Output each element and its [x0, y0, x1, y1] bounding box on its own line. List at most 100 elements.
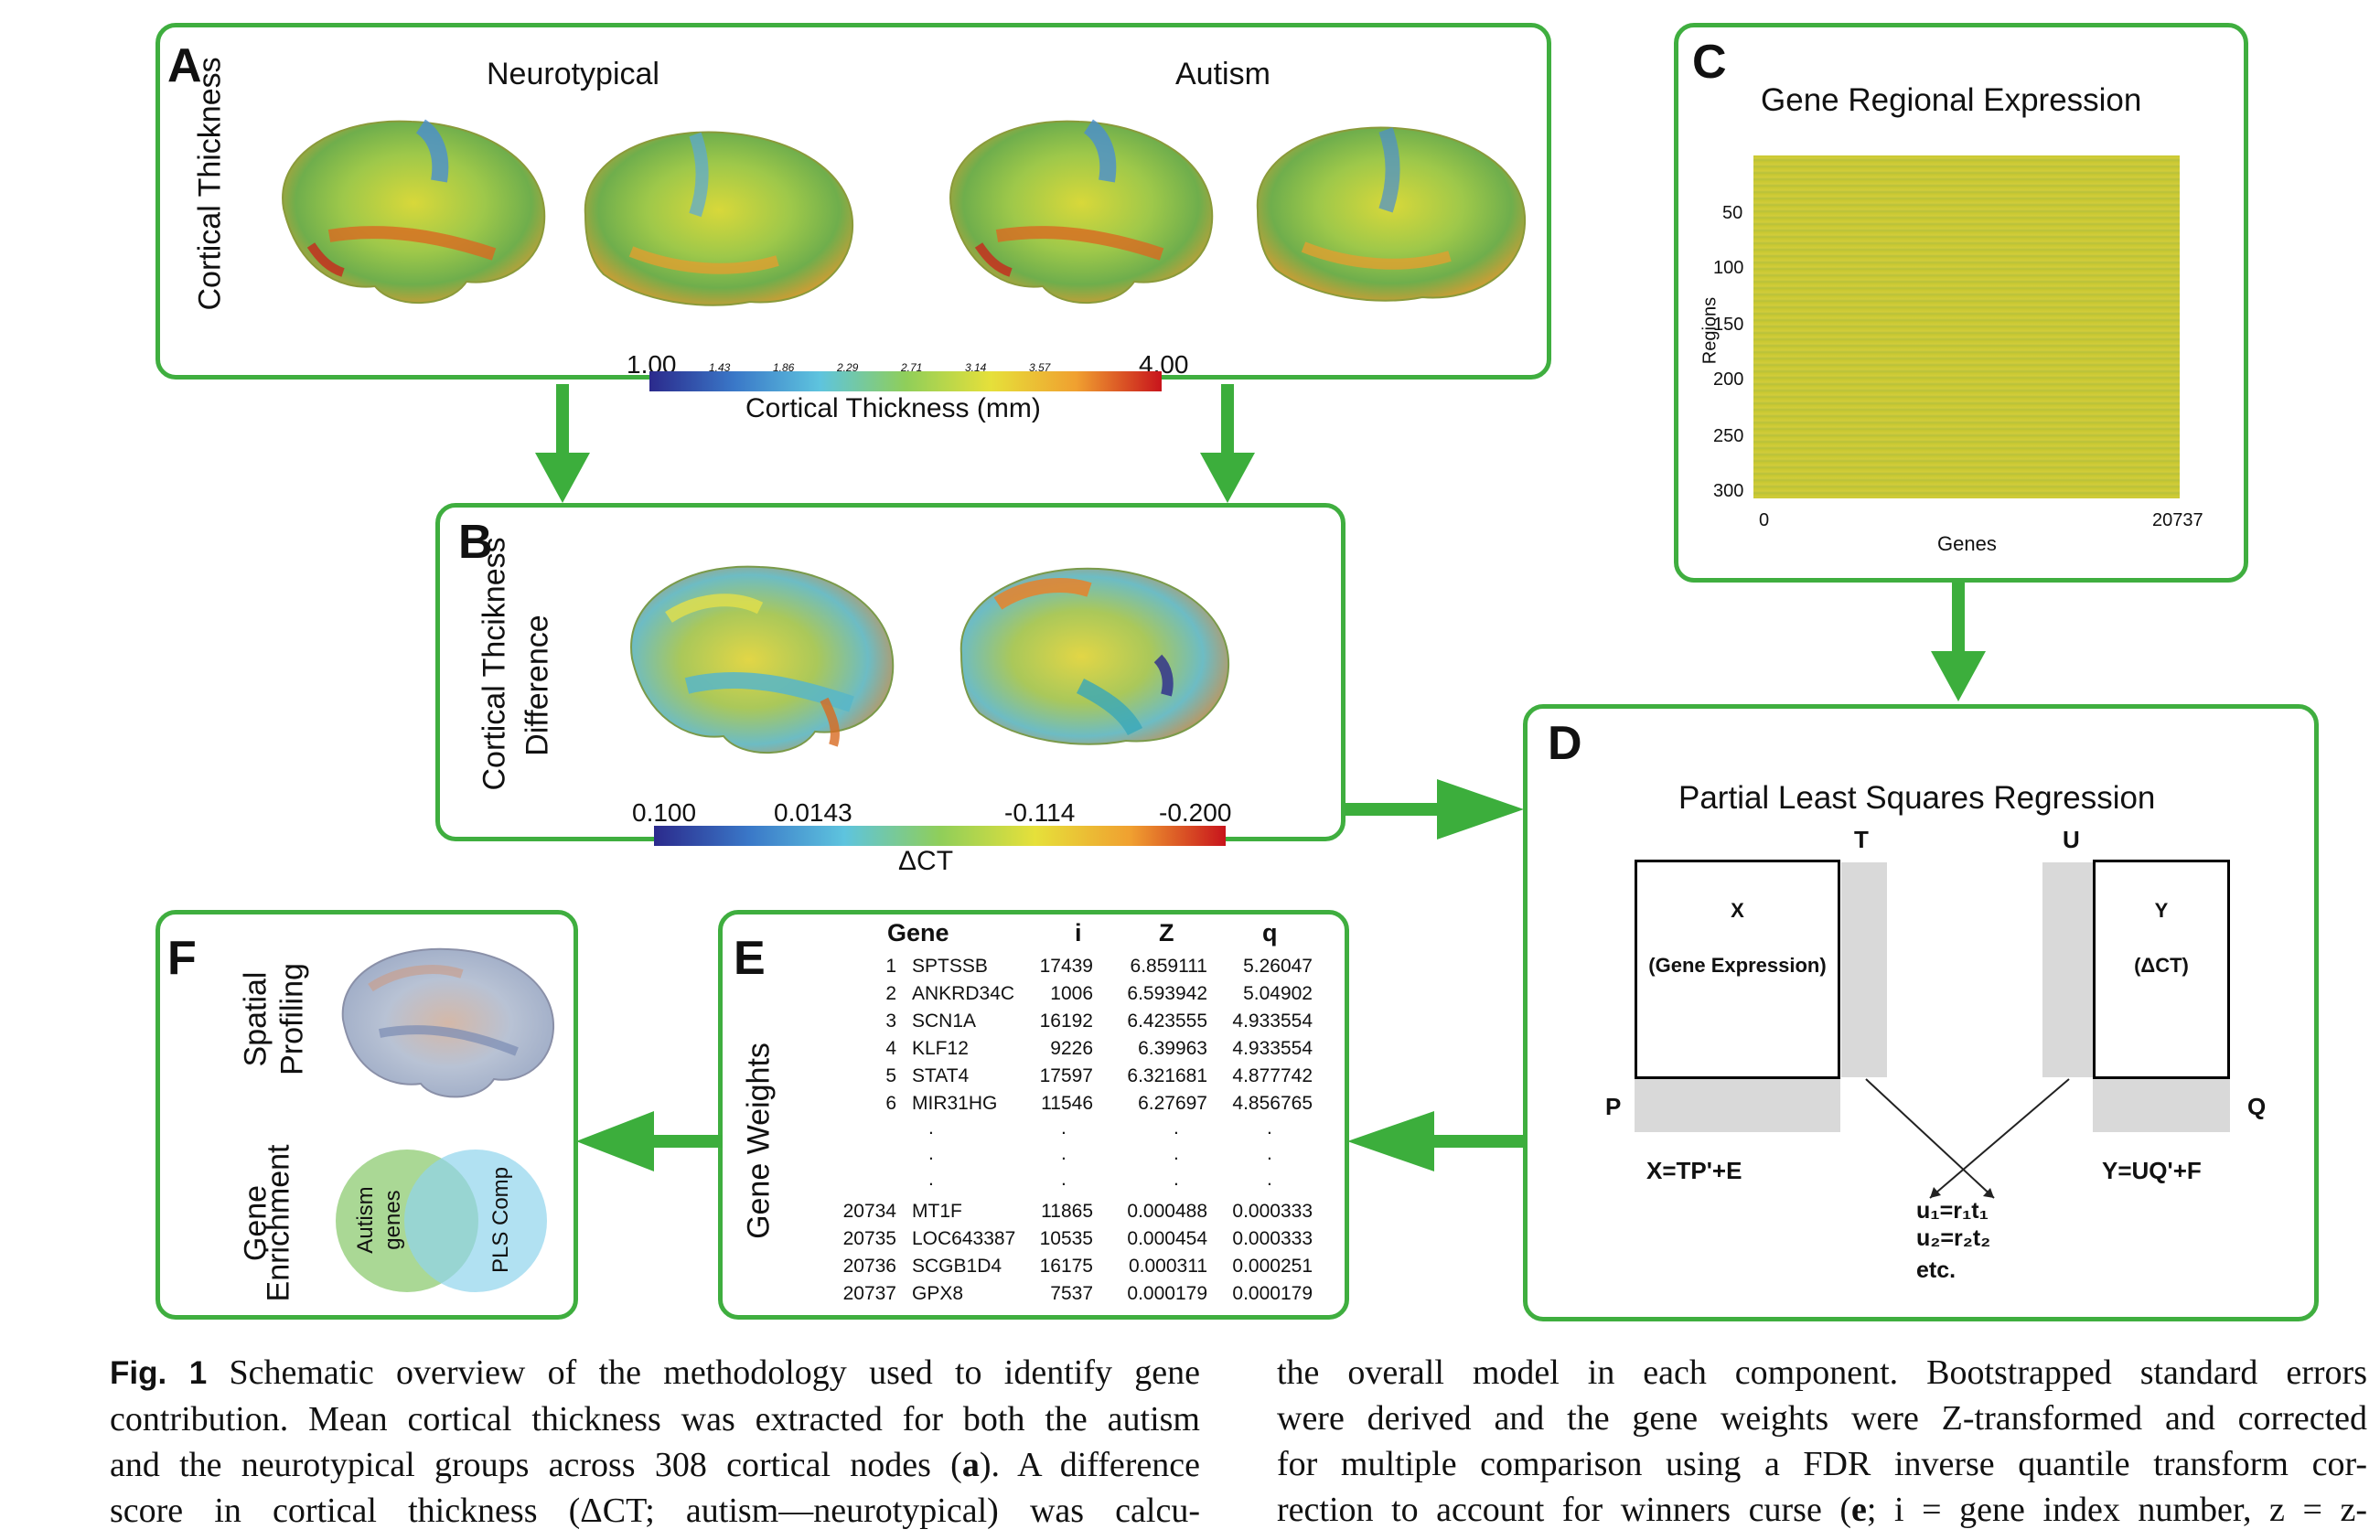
row-i: 7537 — [1050, 1283, 1093, 1304]
table-ellipsis-row: . . . . — [809, 1143, 1322, 1171]
ellipsis: . — [1267, 1118, 1272, 1139]
row-gene: GPX8 — [912, 1283, 964, 1304]
row-i: 1006 — [1050, 983, 1093, 1004]
row-i: 11546 — [1041, 1093, 1093, 1114]
panel-d: D Partial Least Squares Regression T U X… — [1523, 704, 2319, 1321]
heatmap-ytick: 250 — [1713, 426, 1744, 446]
caption-bold: a — [961, 1446, 980, 1484]
row-z: 6.859111 — [1130, 956, 1207, 977]
row-gene: ANKRD34C — [912, 983, 1015, 1004]
table-ellipsis-row: . . . . — [809, 1169, 1322, 1196]
row-z: 6.27697 — [1138, 1093, 1207, 1114]
row-z: 0.000454 — [1127, 1228, 1207, 1249]
row-index: 20735 — [842, 1228, 896, 1249]
caption-text: ; i = gene index number, z = z- — [1866, 1491, 2367, 1529]
brain-autism-medial — [1256, 126, 1527, 302]
matrix-y-title: Y — [2154, 899, 2169, 922]
equation-u1: u₁=r₁t₁ — [1916, 1198, 1989, 1224]
spatial-label-2: Profiling — [274, 963, 310, 1075]
matrix-y: Y (ΔCT) — [2093, 860, 2230, 1079]
row-z: 6.321681 — [1127, 1065, 1207, 1086]
row-index: 1 — [885, 956, 896, 977]
equation-y: Y=UQ'+F — [2102, 1157, 2202, 1184]
arrow-a-to-b-left — [535, 384, 590, 503]
heatmap-ytick: 50 — [1722, 203, 1743, 223]
colorbar-a-ticks: 1.43 1.86 2.29 2.71 3.14 3.57 — [709, 361, 1093, 380]
table-ellipsis-row: . . . . — [809, 1118, 1322, 1145]
row-z: 0.000488 — [1127, 1201, 1207, 1222]
arrow-c-to-d — [1931, 583, 1986, 701]
row-gene: STAT4 — [912, 1065, 970, 1086]
arrow-e-to-f — [576, 1111, 723, 1171]
row-z: 6.423555 — [1127, 1011, 1207, 1032]
table-header: Gene i Z q — [809, 919, 1322, 946]
row-z: 0.000311 — [1128, 1256, 1207, 1277]
equation-u2: u₂=r₂t₂ — [1916, 1225, 1991, 1251]
row-q: 0.000333 — [1232, 1201, 1313, 1222]
brain-neurotypical-lateral — [282, 119, 546, 305]
colorbar-a-tick: 2.29 — [837, 361, 859, 374]
arrow-d-to-e — [1347, 1111, 1526, 1171]
row-index: 20734 — [842, 1201, 896, 1222]
panel-b-ylabel-2: Difference — [520, 615, 555, 756]
spatial-label-1: Spatial — [238, 971, 273, 1067]
matrix-p-label: P — [1605, 1093, 1622, 1120]
caption-right-line: rection to account for winners curse (e;… — [1277, 1487, 2367, 1533]
panel-b-ylabel-1: Cortical Thcikness — [477, 537, 512, 791]
panel-a-ylabel: Cortical Thickness — [192, 57, 228, 311]
panel-e-label: E — [734, 932, 766, 985]
colorbar-a-tick: 3.14 — [965, 361, 987, 374]
caption-left-line: contribution. Mean cortical thickness wa… — [110, 1400, 1200, 1438]
colorbar-a-tick: 3.57 — [1029, 361, 1051, 374]
row-q: 0.000333 — [1232, 1228, 1313, 1249]
row-i: 11865 — [1041, 1201, 1093, 1222]
caption-right-line: were derived and the gene weights were Z… — [1277, 1399, 2367, 1438]
venn-autism-label-1: Autism — [353, 1186, 378, 1254]
colorbar-a-bar — [649, 371, 1162, 391]
heatmap-ytick: 300 — [1713, 481, 1744, 501]
ellipsis: . — [1061, 1118, 1067, 1139]
row-q: 4.933554 — [1232, 1011, 1313, 1032]
matrix-t — [1841, 862, 1887, 1077]
group-neurotypical-label: Neurotypical — [487, 57, 659, 91]
row-i: 16175 — [1039, 1256, 1093, 1277]
ellipsis: . — [1267, 1169, 1272, 1190]
row-index: 6 — [885, 1093, 896, 1114]
table-header-gene: Gene — [887, 919, 949, 946]
matrix-x: X (Gene Expression) — [1635, 860, 1840, 1079]
row-q: 0.000251 — [1232, 1256, 1313, 1277]
table-header-i: i — [1075, 919, 1082, 946]
matrix-t-label: T — [1854, 826, 1869, 853]
heatmap-xlabel: Genes — [1937, 532, 1997, 555]
row-i: 17597 — [1039, 1065, 1093, 1086]
row-q: 5.26047 — [1243, 956, 1313, 977]
heatmap-xtick-min: 0 — [1759, 510, 1770, 530]
row-index: 4 — [885, 1038, 896, 1059]
arrow-b-to-d — [1345, 779, 1524, 840]
panel-c-label: C — [1692, 36, 1727, 89]
venn-diagram — [336, 1150, 547, 1292]
row-q: 4.933554 — [1232, 1038, 1313, 1059]
colorbar-b-tick: -0.200 — [1159, 798, 1232, 827]
row-gene: SPTSSB — [912, 956, 988, 977]
row-gene: MT1F — [912, 1201, 962, 1222]
heatmap — [1753, 155, 2180, 498]
brain-difference-medial — [960, 567, 1230, 745]
row-gene: SCN1A — [912, 1011, 977, 1032]
matrix-x-sub: (Gene Expression) — [1648, 954, 1827, 977]
panel-b: B Cortical Thcikness Difference 0.100 0.… — [435, 503, 1345, 841]
panel-a-label: A — [167, 39, 202, 92]
equation-x: X=TP'+E — [1646, 1157, 1742, 1184]
panel-d-title: Partial Least Squares Regression — [1678, 780, 2156, 816]
enrichment-label-2: Enrichment — [261, 1144, 296, 1302]
matrix-q-label: Q — [2247, 1093, 2267, 1120]
matrix-u — [2042, 862, 2093, 1077]
table-header-z: Z — [1159, 919, 1174, 946]
caption-bold: e — [1851, 1491, 1867, 1529]
